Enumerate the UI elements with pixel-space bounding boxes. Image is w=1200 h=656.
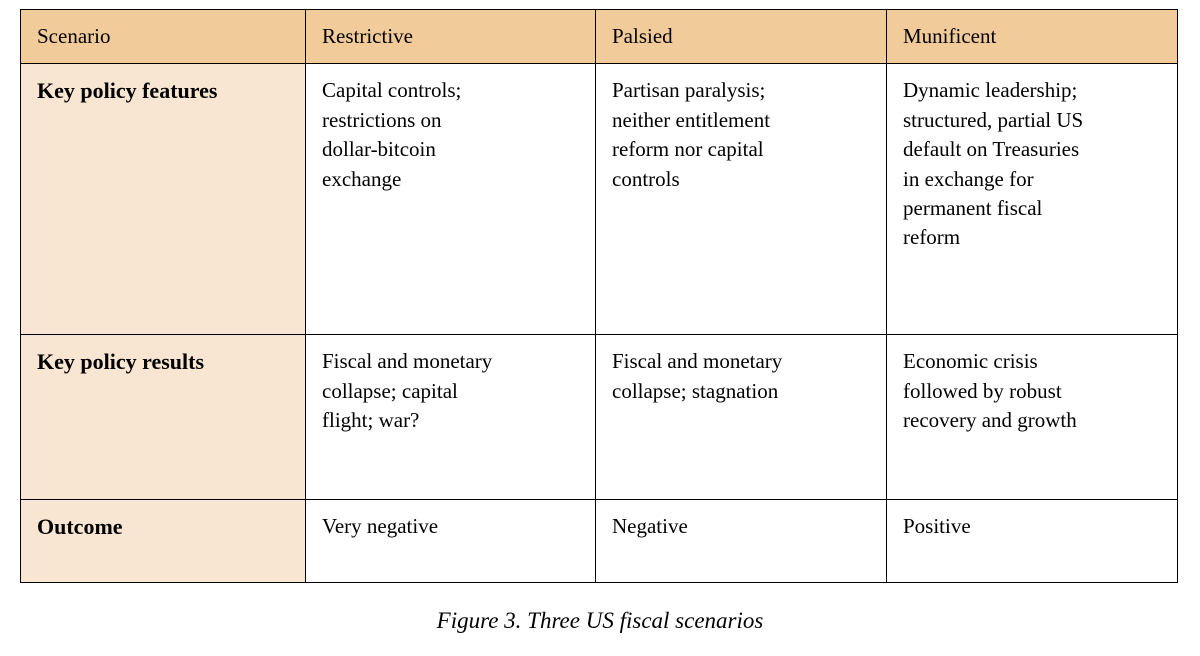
cell-results-munificent: Economic crisis followed by robust recov… xyxy=(886,334,1178,501)
cell-features-munificent: Dynamic leadership; structured, partial … xyxy=(886,63,1178,336)
cell-features-restrictive: Capital controls; restrictions on dollar… xyxy=(305,63,596,336)
column-header-restrictive: Restrictive xyxy=(305,8,596,65)
cell-line: collapse; capital xyxy=(322,378,458,403)
cell-line: Partisan paralysis; xyxy=(612,78,766,103)
cell-line: dollar-bitcoin xyxy=(322,137,436,162)
cell-line: recovery and growth xyxy=(903,408,1077,433)
cell-line: Economic crisis xyxy=(903,349,1038,374)
table-header-row: Scenario Restrictive Palsied Munificent xyxy=(20,8,1178,65)
figure-caption: Figure 3. Three US fiscal scenarios xyxy=(436,608,764,633)
table-header: Scenario Restrictive Palsied Munificent xyxy=(20,8,1178,65)
cell-line: controls xyxy=(612,166,680,191)
cell-line: flight; war? xyxy=(322,408,420,433)
cell-line: permanent fiscal xyxy=(903,195,1043,220)
cell-outcome-restrictive: Very negative xyxy=(305,499,596,584)
column-header-scenario: Scenario xyxy=(20,8,306,65)
table-row: Key policy features Capital controls; re… xyxy=(20,63,1178,336)
cell-line: exchange xyxy=(322,166,402,191)
cell-line: Fiscal and monetary xyxy=(322,349,493,374)
cell-line: reform xyxy=(903,225,961,250)
cell-line: in exchange for xyxy=(903,166,1034,191)
table-body: Key policy features Capital controls; re… xyxy=(20,63,1178,584)
table-row: Outcome Very negative Negative Positive xyxy=(20,499,1178,584)
cell-results-palsied: Fiscal and monetary collapse; stagnation xyxy=(595,334,887,501)
row-label-key-policy-results: Key policy results xyxy=(20,334,306,501)
cell-line: Capital controls; xyxy=(322,78,462,103)
cell-line: Fiscal and monetary xyxy=(612,349,783,374)
cell-features-palsied: Partisan paralysis; neither entitlement … xyxy=(595,63,887,336)
row-label-outcome: Outcome xyxy=(20,499,306,584)
cell-line: neither entitlement xyxy=(612,107,771,132)
cell-line: Dynamic leadership; xyxy=(903,78,1078,103)
cell-line: default on Treasuries xyxy=(903,137,1080,162)
column-header-palsied: Palsied xyxy=(595,8,887,65)
cell-results-restrictive: Fiscal and monetary collapse; capital fl… xyxy=(305,334,596,501)
table-row: Key policy results Fiscal and monetary c… xyxy=(20,334,1178,501)
cell-line: reform nor capital xyxy=(612,137,764,162)
cell-line: followed by robust xyxy=(903,378,1062,403)
fiscal-scenarios-table: Scenario Restrictive Palsied Munificent … xyxy=(20,8,1178,584)
cell-outcome-munificent: Positive xyxy=(886,499,1178,584)
row-label-key-policy-features: Key policy features xyxy=(20,63,306,336)
cell-line: collapse; stagnation xyxy=(612,378,779,403)
cell-line: structured, partial US xyxy=(903,107,1084,132)
column-header-munificent: Munificent xyxy=(886,8,1178,65)
cell-outcome-palsied: Negative xyxy=(595,499,887,584)
cell-line: restrictions on xyxy=(322,107,442,132)
